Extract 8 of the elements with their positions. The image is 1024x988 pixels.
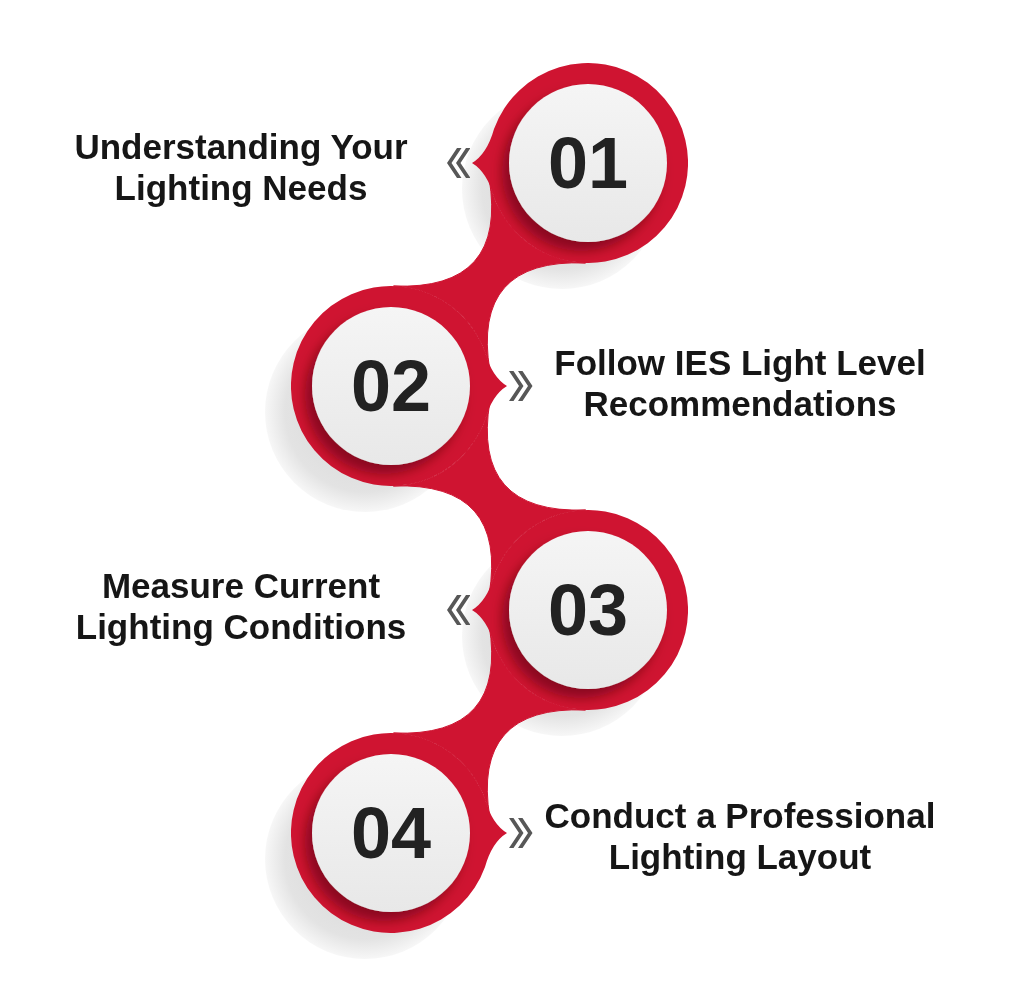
step-number: 03 bbox=[547, 574, 629, 646]
step-description: Understanding Your Lighting Needs bbox=[73, 126, 409, 208]
step-number: 02 bbox=[350, 350, 432, 422]
step-description: Follow IES Light Level Recommendations bbox=[553, 342, 927, 424]
step-number: 04 bbox=[350, 797, 432, 869]
step-number: 01 bbox=[547, 127, 629, 199]
step-description: Measure Current Lighting Conditions bbox=[74, 565, 408, 647]
step-description: Conduct a Professional Lighting Layout bbox=[543, 795, 937, 877]
